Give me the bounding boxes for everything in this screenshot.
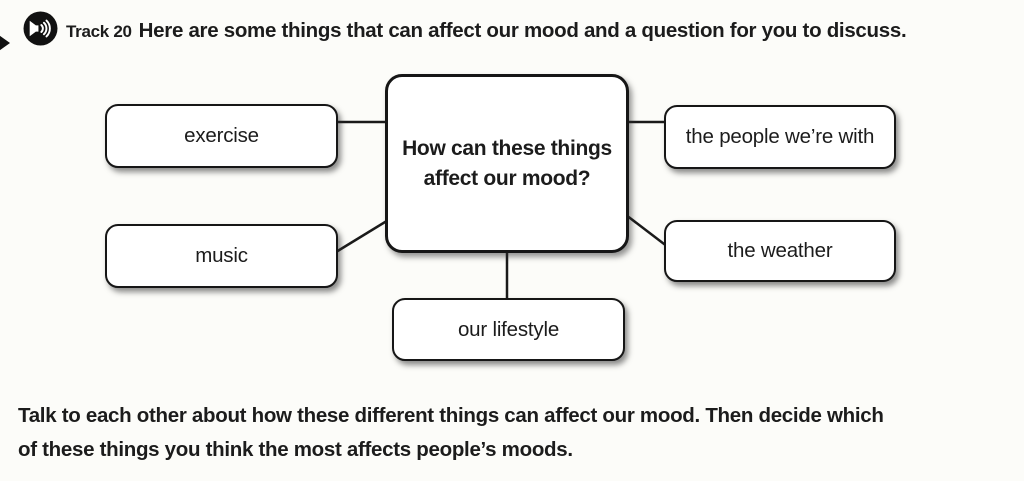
center-question-node: How can these things affect our mood? [385, 74, 629, 253]
center-question-line1: How can these things [402, 136, 612, 160]
footer-task-line2: of these things you think the most affec… [18, 438, 573, 461]
footer-task: Talk to each other about how these diffe… [18, 399, 1008, 467]
header-instruction: Track 20 Here are some things that can af… [66, 19, 1016, 43]
connector-music [335, 217, 391, 254]
center-question-line2: affect our mood? [423, 166, 591, 190]
node-music: music [105, 224, 338, 288]
node-lifestyle: our lifestyle [392, 298, 625, 361]
node-people: the people we’re with [664, 105, 896, 169]
node-exercise: exercise [105, 104, 338, 168]
page-arrow-icon [0, 35, 10, 51]
footer-task-line1: Talk to each other about how these diffe… [18, 404, 884, 427]
node-label: the people we’re with [685, 125, 875, 148]
node-label: music [195, 244, 248, 267]
node-weather: the weather [664, 220, 896, 282]
node-label: exercise [184, 124, 259, 147]
connector-weather [625, 214, 669, 248]
audio-speaker-icon[interactable] [23, 11, 58, 46]
track-label: Track 20 [66, 22, 132, 41]
node-label: the weather [727, 239, 833, 262]
node-label: our lifestyle [457, 317, 560, 341]
instruction-text: Here are some things that can affect our… [138, 19, 907, 42]
